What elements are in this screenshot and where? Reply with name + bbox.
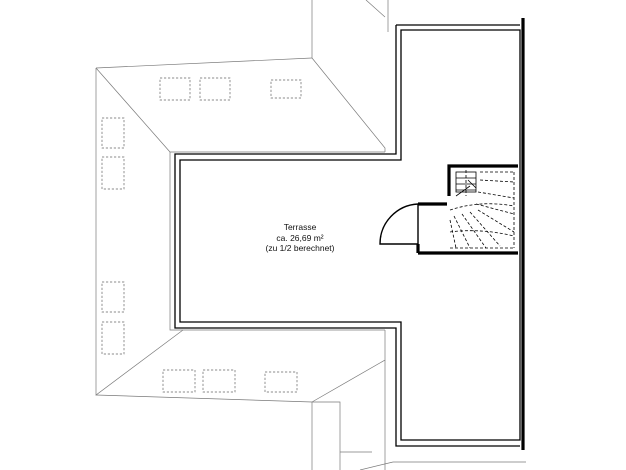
- skylight: [162, 369, 196, 393]
- stair-block: [416, 164, 518, 255]
- room-area: ca. 26,69 m²: [276, 232, 324, 243]
- door-swing: [379, 203, 419, 245]
- terrace-outline: [179, 29, 521, 441]
- skylight: [159, 77, 191, 101]
- skylight: [101, 321, 125, 355]
- roof-outline: [95, 0, 526, 470]
- skylight: [101, 281, 125, 313]
- skylight: [270, 79, 302, 99]
- terrace-walls: [174, 18, 525, 450]
- room-label: Terrasse ca. 26,69 m² (zu 1/2 berechnet): [230, 222, 370, 254]
- room-name: Terrasse: [283, 222, 317, 232]
- skylight: [101, 156, 125, 190]
- room-note: (zu 1/2 berechnet): [265, 243, 335, 253]
- skylights: [101, 77, 302, 393]
- skylight: [202, 369, 236, 393]
- skylight: [101, 117, 125, 149]
- skylight: [264, 371, 298, 393]
- skylight: [199, 77, 231, 101]
